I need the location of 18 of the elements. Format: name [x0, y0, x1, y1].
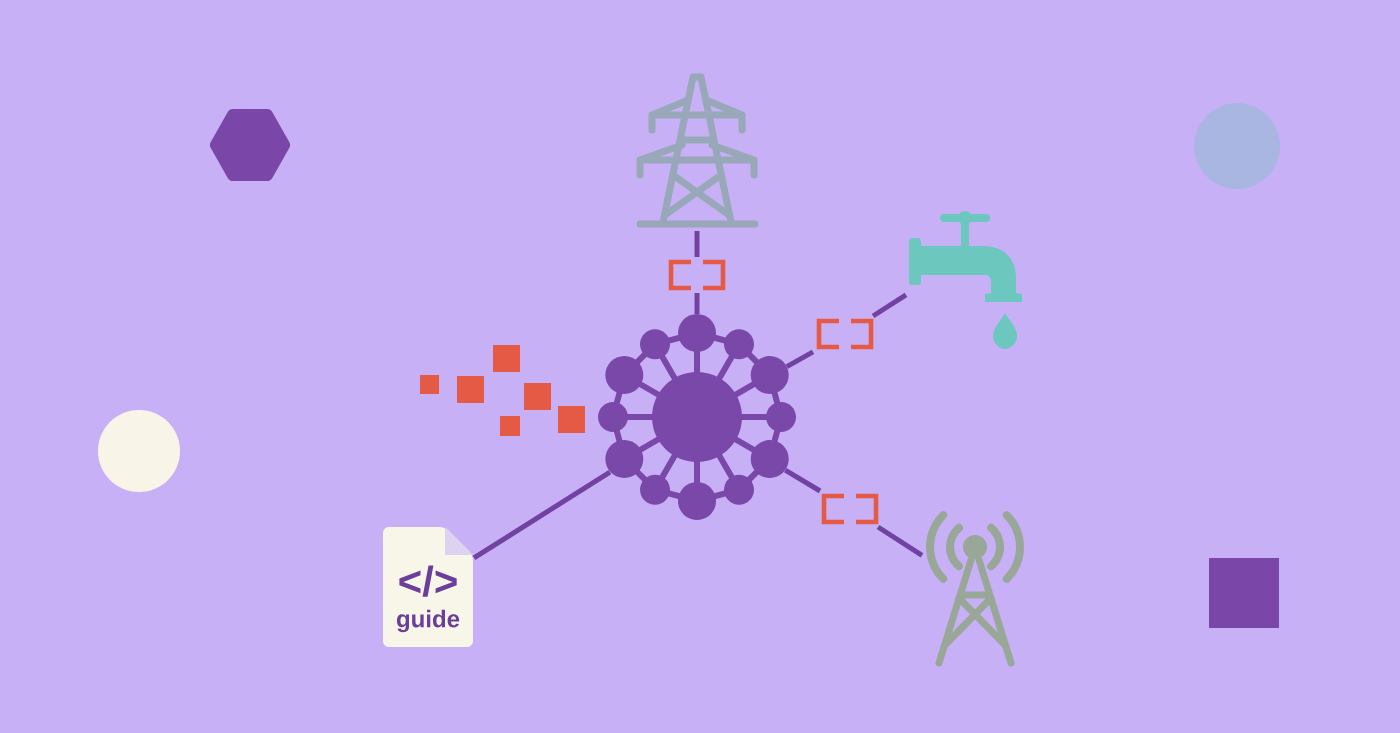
document-card	[383, 527, 473, 647]
connector-line	[472, 469, 612, 561]
code-symbol: </>	[399, 565, 457, 597]
circle-shape	[98, 410, 180, 492]
connector-line	[876, 524, 924, 558]
power-pylon	[636, 73, 759, 228]
circle-shape	[1194, 103, 1280, 189]
connector-line	[871, 292, 908, 319]
hexagon-shape	[209, 109, 291, 181]
connector-line	[694, 231, 700, 257]
broken-link-icon	[668, 259, 726, 291]
broken-link-icon	[821, 493, 879, 525]
radio-tower	[926, 511, 1024, 667]
broken-link-icon	[816, 318, 874, 350]
connector-line	[694, 293, 700, 314]
document-label: guide	[397, 609, 460, 633]
water-tap	[909, 211, 1022, 349]
square-shape	[1209, 558, 1279, 628]
